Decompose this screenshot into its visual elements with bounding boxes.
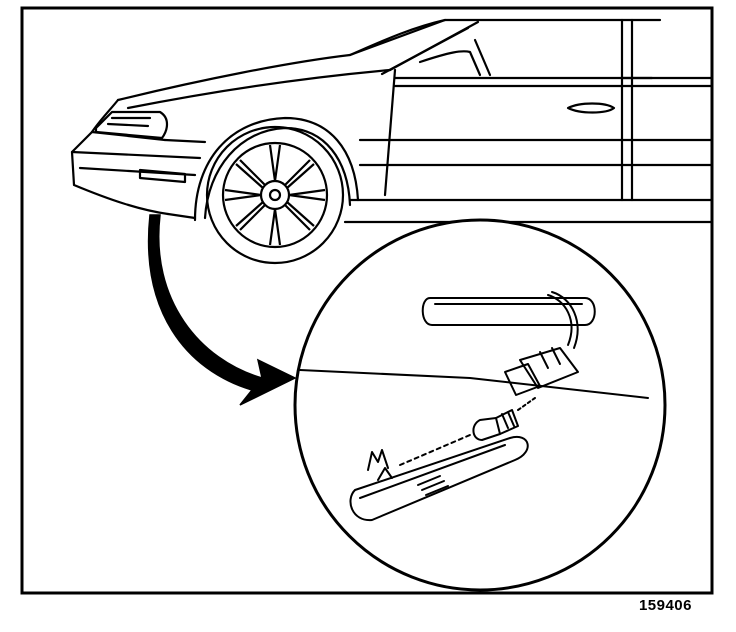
car-body: [70, 18, 714, 224]
figure-number: 159406: [638, 597, 692, 614]
detail-circle: [293, 218, 667, 592]
bulb: [472, 417, 501, 441]
marker-housing: [421, 297, 596, 326]
front-wheel: [205, 125, 345, 265]
marker-lens: [349, 435, 529, 522]
detail-contents: [299, 291, 649, 522]
callout-arrow: [148, 214, 297, 406]
bulb-socket: [519, 347, 579, 389]
